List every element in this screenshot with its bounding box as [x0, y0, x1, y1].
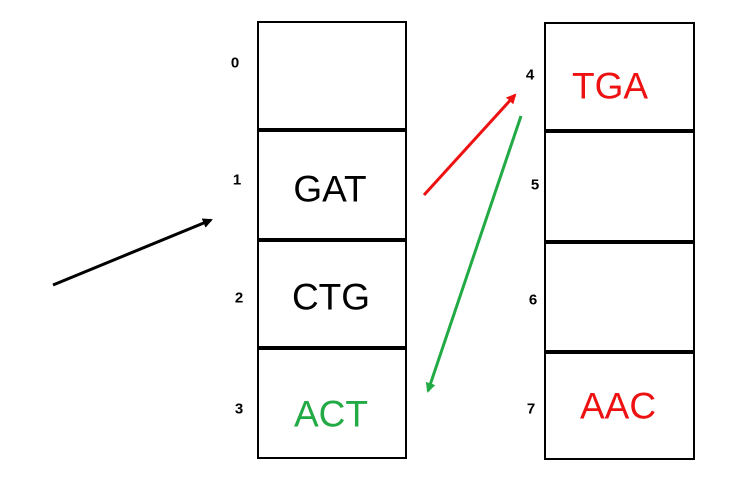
right-slot-4-value: TGA: [571, 65, 649, 107]
right-slot-7-value: AAC: [579, 385, 657, 427]
green-return-arrow: [425, 115, 523, 393]
left-slot-2-value: CTG: [291, 276, 371, 318]
right-slot-5-box: [544, 130, 695, 243]
left-slot-0-box: [257, 21, 407, 131]
entry-arrow: [52, 218, 213, 287]
right-index-6: 6: [528, 291, 538, 309]
right-index-4: 4: [525, 66, 535, 84]
red-collision-arrow: [422, 93, 517, 197]
left-index-0: 0: [230, 54, 240, 72]
left-slot-3-value: ACT: [294, 393, 368, 435]
left-slot-3-box: [257, 347, 407, 459]
left-index-1: 1: [232, 171, 242, 189]
left-index-2: 2: [234, 289, 244, 307]
left-slot-1-value: GAT: [293, 168, 367, 210]
right-slot-6-box: [544, 241, 695, 353]
left-slot-1-box: [257, 129, 407, 241]
right-index-5: 5: [530, 176, 540, 194]
right-index-7: 7: [526, 400, 536, 418]
left-index-3: 3: [234, 400, 244, 418]
right-slot-7-box: [544, 351, 695, 460]
